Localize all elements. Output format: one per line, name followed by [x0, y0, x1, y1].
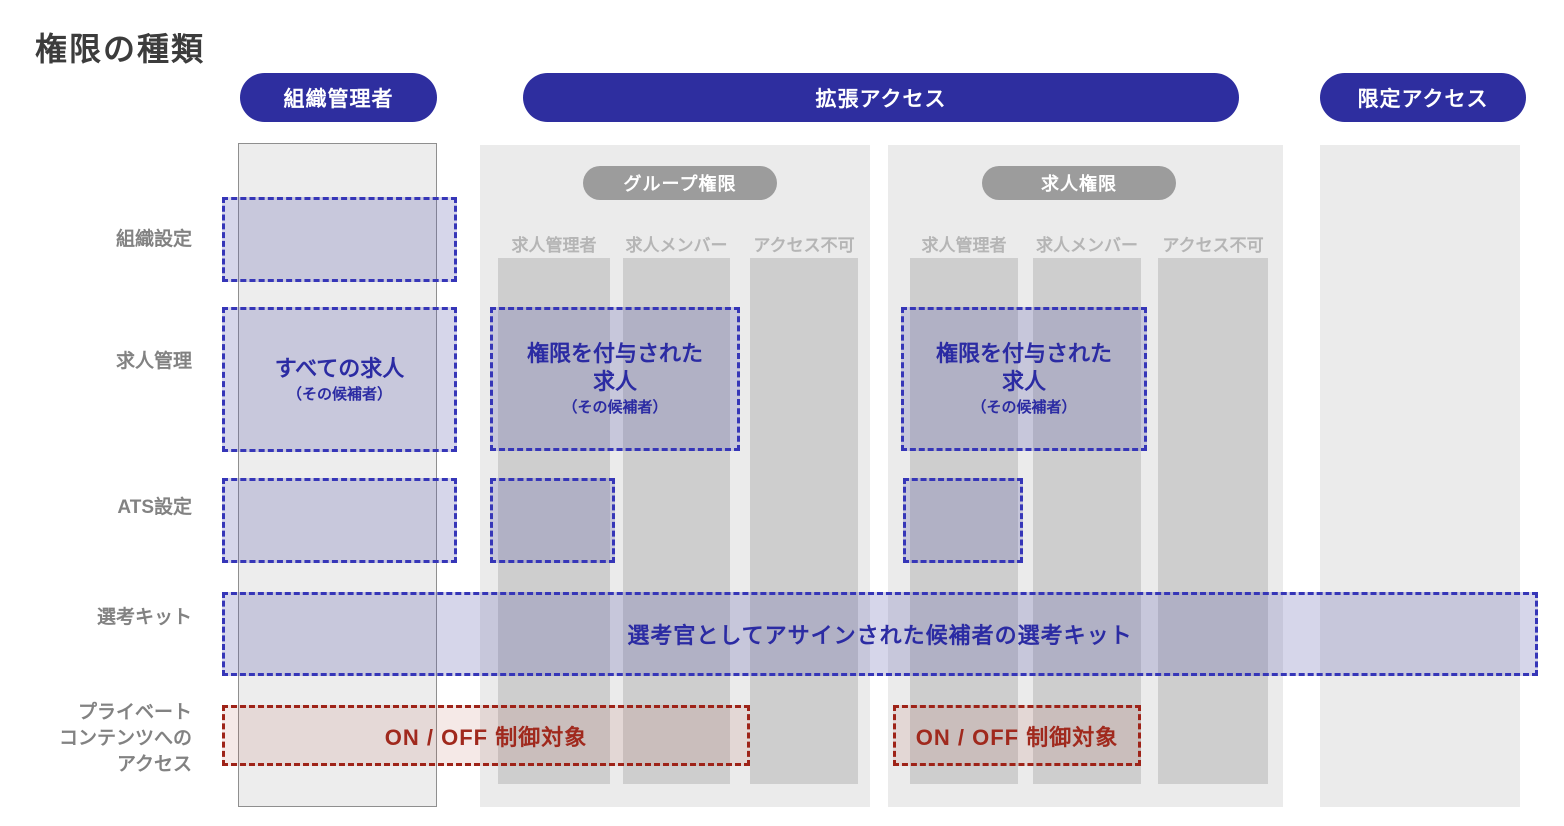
job-permission-pill: 求人権限: [982, 166, 1176, 200]
column-org-admin: [238, 143, 437, 807]
scope-box-ats-job-job-admin: [903, 478, 1023, 563]
access-level-pill-org-admin: 組織管理者: [240, 73, 437, 122]
onoff-box-group: ON / OFF 制御対象: [222, 705, 750, 766]
job-role-header-job-admin: 求人管理者: [921, 236, 1007, 255]
group-subcolumn-job-admin: [498, 258, 610, 784]
row-label-org-settings: 組織設定: [115, 229, 192, 250]
granted-jobs-job-title: 権限を付与された 求人: [935, 341, 1112, 394]
scope-box-org-settings-org-admin: [222, 197, 457, 282]
all-jobs-title: すべての求人: [274, 355, 405, 381]
group-role-header-no-access: アクセス不可: [753, 236, 855, 255]
row-label-interview-kit: 選考キット: [96, 607, 192, 628]
interview-kit-band-text: 選考官としてアサインされた候補者の選考キット: [627, 623, 1133, 648]
scope-box-granted-jobs-group: 権限を付与された 求人 （その候補者）: [490, 307, 740, 451]
granted-jobs-group-title: 権限を付与された 求人: [526, 341, 703, 394]
page-title: 権限の種類: [35, 31, 206, 67]
scope-box-ats-org-admin: [222, 478, 457, 563]
group-subcolumn-no-access: [750, 258, 858, 784]
access-level-pill-limited: 限定アクセス: [1320, 73, 1526, 122]
scope-box-all-jobs: すべての求人 （その候補者）: [222, 307, 457, 452]
access-level-pill-extended: 拡張アクセス: [523, 73, 1239, 122]
granted-jobs-job-subtitle: （その候補者）: [971, 399, 1077, 416]
job-subcolumn-job-admin: [910, 258, 1018, 784]
all-jobs-subtitle: （その候補者）: [286, 385, 392, 403]
group-role-header-job-member: 求人メンバー: [625, 236, 728, 255]
row-label-job-management: 求人管理: [115, 351, 192, 372]
group-permission-pill: グループ権限: [583, 166, 777, 200]
job-role-header-no-access: アクセス不可: [1162, 236, 1264, 255]
group-role-header-job-admin: 求人管理者: [511, 236, 597, 255]
onoff-box-job: ON / OFF 制御対象: [893, 705, 1141, 766]
row-label-ats-settings: ATS設定: [117, 497, 192, 518]
group-subcolumn-job-member: [623, 258, 730, 784]
onoff-group-text: ON / OFF 制御対象: [384, 724, 588, 750]
scope-box-ats-group-job-admin: [490, 478, 615, 563]
job-subcolumn-job-member: [1033, 258, 1141, 784]
row-label-private-content-access: プライベート コンテンツへの アクセス: [58, 702, 192, 775]
column-limited-access: [1320, 145, 1520, 807]
job-role-header-job-member: 求人メンバー: [1036, 236, 1138, 255]
granted-jobs-group-subtitle: （その候補者）: [562, 399, 668, 416]
scope-band-interview-kit: 選考官としてアサインされた候補者の選考キット: [222, 592, 1538, 676]
scope-box-granted-jobs-job: 権限を付与された 求人 （その候補者）: [901, 307, 1147, 451]
job-subcolumn-no-access: [1158, 258, 1268, 784]
onoff-job-text: ON / OFF 制御対象: [915, 724, 1119, 750]
